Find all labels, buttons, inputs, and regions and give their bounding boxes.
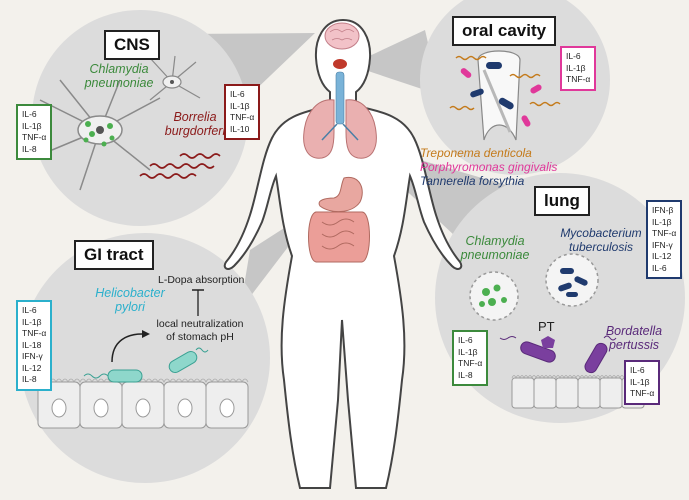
trachea-icon <box>335 71 345 125</box>
oral-title: oral cavity <box>452 16 557 46</box>
stomach-icon <box>318 176 363 212</box>
gi-arrowhead <box>142 330 150 338</box>
gi-ldopa-label: L-Dopa absorption <box>158 274 245 286</box>
gi-nuclei <box>51 398 235 418</box>
cns-title: CNS <box>104 30 160 60</box>
oral-bacteria <box>449 55 561 127</box>
pertussis-toxin-icon <box>541 336 555 359</box>
borrelia-spirochetes <box>139 153 221 179</box>
tooth-icon <box>477 50 521 141</box>
mouth-icon <box>333 59 347 69</box>
lungs-icon <box>303 99 377 159</box>
lung-title: lung <box>534 186 590 216</box>
oral-treponema-label: Treponema denticola <box>420 146 532 160</box>
gi-epithelium <box>37 381 249 429</box>
lung-macrophage-mycobacterium <box>545 253 599 307</box>
chlamydia-inclusions <box>83 121 115 147</box>
gi-title: GI tract <box>74 240 154 270</box>
gi-panel <box>20 233 270 483</box>
oral-connector <box>350 30 440 95</box>
gi-microvilli <box>37 378 249 383</box>
neuron-small-nucleus <box>170 80 174 84</box>
lung-cilia <box>511 375 645 380</box>
brain-icon <box>324 22 360 50</box>
helicobacter-bacteria <box>83 347 209 383</box>
oral-tannerella-label: Tannerella forsythia <box>420 174 525 188</box>
intestines-icon <box>308 211 370 263</box>
neuron-nucleus <box>96 126 104 134</box>
oral-porphyromonas-label: Porphyromonas gingivalis <box>420 160 558 174</box>
gi-curved-arrow <box>111 333 143 363</box>
lung-macrophage-chlamydia <box>469 271 519 321</box>
lung-toxin-label: PT <box>538 319 555 334</box>
